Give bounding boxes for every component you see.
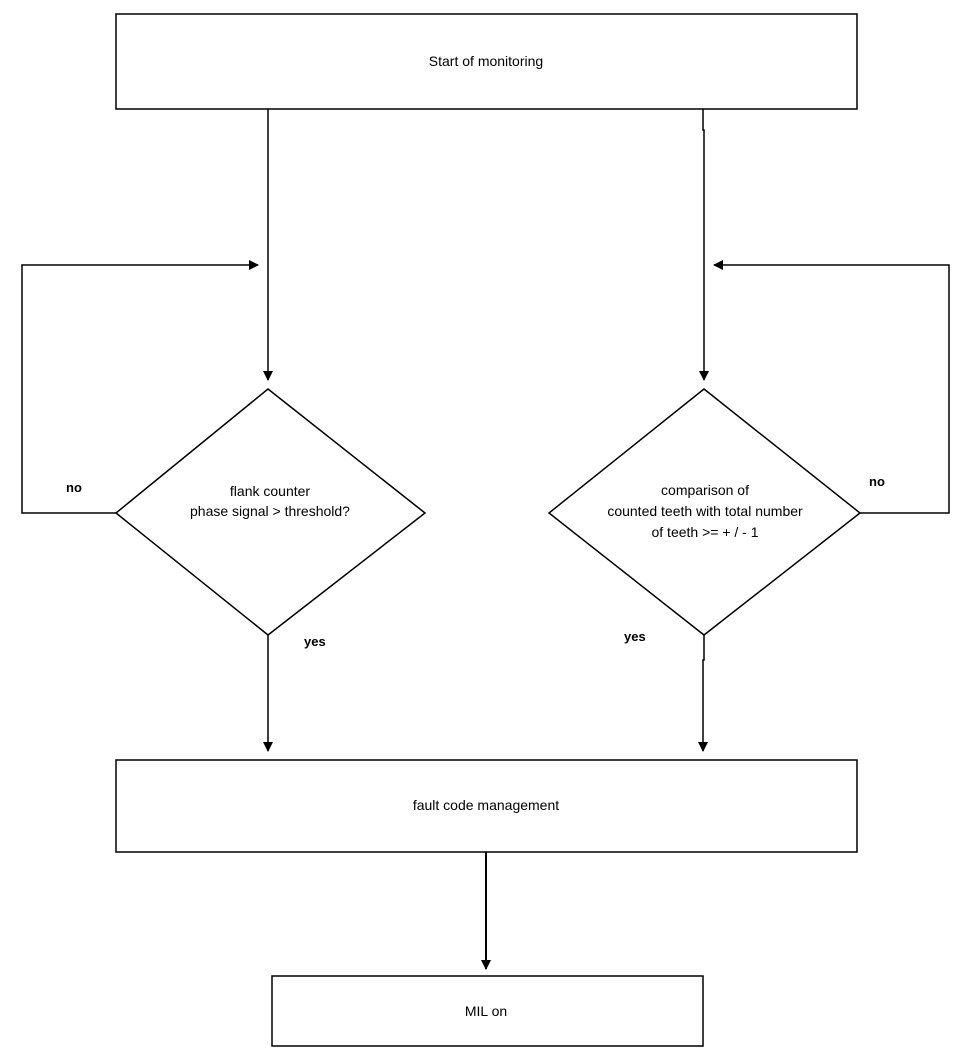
right-yes-connector [698, 635, 708, 752]
right-decision-line-3: of teeth >= + / - 1 [651, 524, 758, 540]
start-box [115, 13, 858, 110]
mil-label: MIL on [465, 1003, 507, 1019]
right-yes-label: yes [624, 629, 646, 644]
right-no-label: no [869, 474, 885, 489]
start-label: Start of monitoring [429, 53, 543, 69]
right-decision-line-2: counted teeth with total number [607, 503, 803, 519]
left-no-label: no [66, 480, 82, 495]
right-connector-top [699, 109, 709, 381]
fault-box [115, 759, 858, 853]
left-decision-line-2: phase signal > threshold? [190, 503, 350, 519]
right-no-loop [713, 260, 950, 514]
left-yes-label: yes [304, 634, 326, 649]
left-decision-line-1: flank counter [230, 483, 310, 499]
mil-box [271, 975, 704, 1047]
fault-label: fault code management [413, 797, 559, 813]
right-decision-line-1: comparison of [661, 482, 749, 498]
left-no-loop [21, 260, 259, 514]
